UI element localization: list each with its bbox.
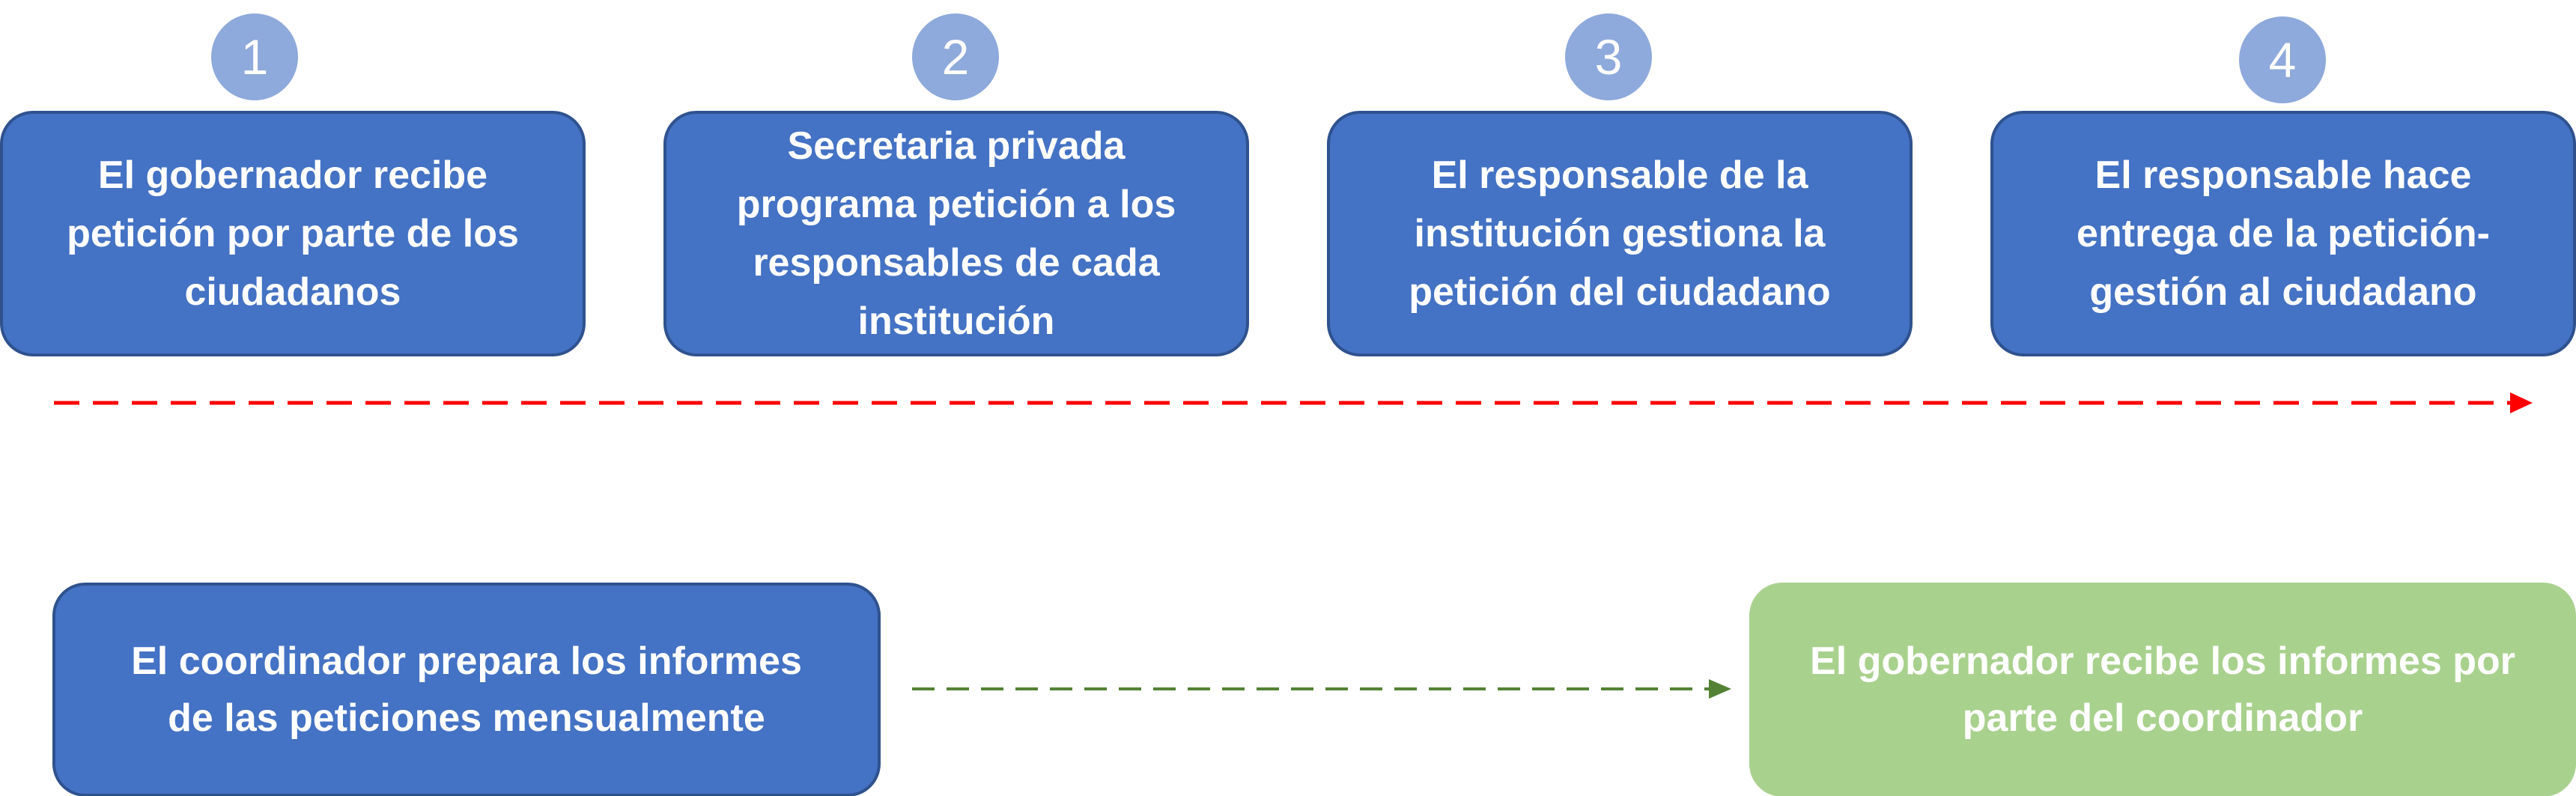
- step-4-text: El responsable hace entrega de la petici…: [2077, 154, 2490, 314]
- step-4-box: El responsable hace entrega de la petici…: [1990, 111, 2576, 356]
- step-4-number: 4: [2239, 16, 2326, 103]
- governor-report-box: El gobernador recibe los informes por pa…: [1749, 583, 2576, 796]
- step-2-text: Secretaria privada programa petición a l…: [736, 124, 1176, 343]
- step-2-box: Secretaria privada programa petición a l…: [663, 111, 1249, 356]
- coordinator-report-text: El coordinador prepara los informes de l…: [131, 639, 802, 740]
- coordinator-report-box: El coordinador prepara los informes de l…: [52, 583, 881, 796]
- governor-report-text: El gobernador recibe los informes por pa…: [1810, 639, 2515, 740]
- step-3-text: El responsable de la institución gestion…: [1409, 154, 1831, 314]
- step-1-text: El gobernador recibe petición por parte …: [67, 154, 519, 314]
- step-1-number: 1: [211, 13, 298, 100]
- process-flow-arrowhead: [2510, 392, 2533, 413]
- report-flow-arrowhead: [1709, 679, 1731, 699]
- step-2-number: 2: [912, 13, 999, 100]
- step-3-box: El responsable de la institución gestion…: [1327, 111, 1913, 356]
- step-3-number: 3: [1565, 13, 1652, 100]
- step-1-box: El gobernador recibe petición por parte …: [0, 111, 586, 356]
